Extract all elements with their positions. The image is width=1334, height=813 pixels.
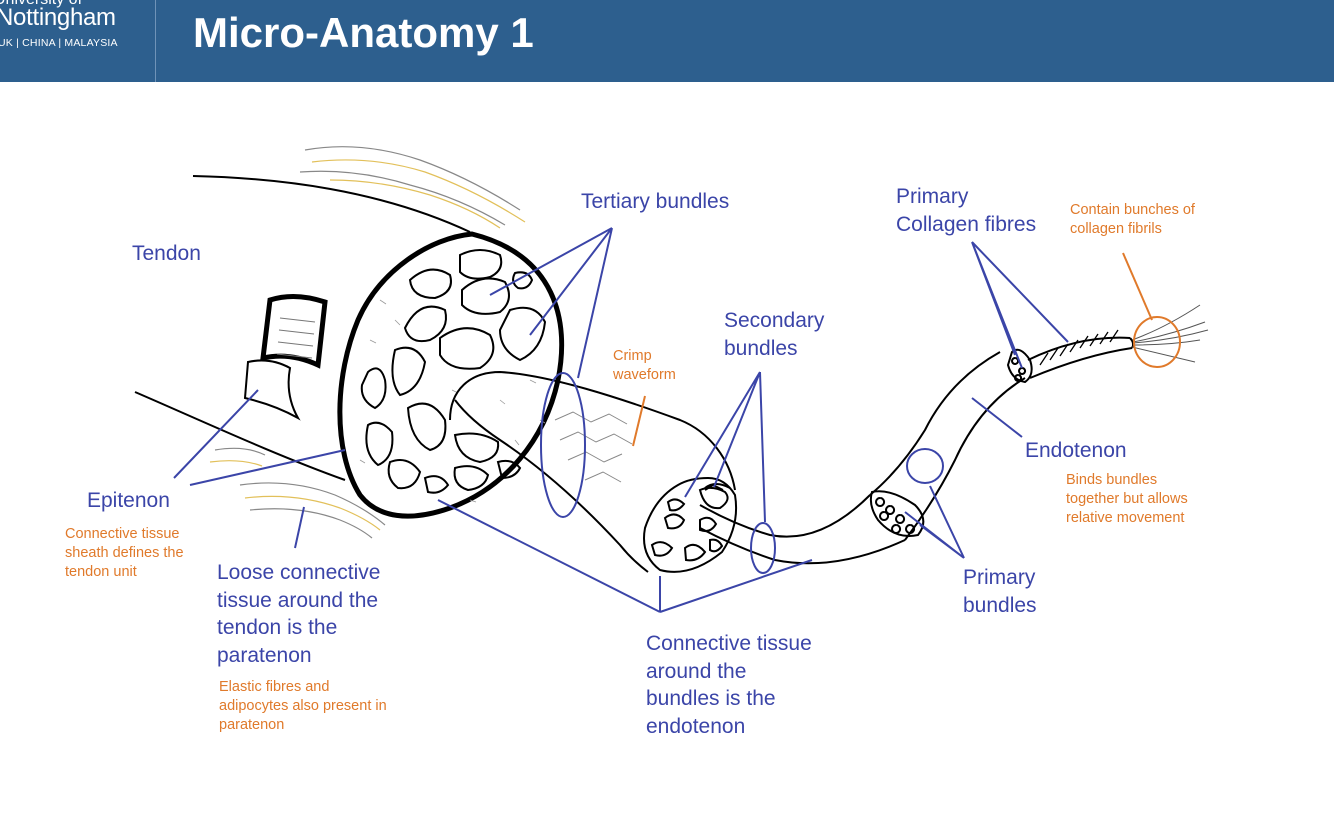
logo-text-line2: Nottingham bbox=[0, 4, 116, 31]
label-tendon: Tendon bbox=[132, 242, 201, 265]
university-logo: University of Nottingham UK | CHINA | MA… bbox=[0, 0, 156, 82]
orange-annotations bbox=[632, 252, 1181, 447]
note-contain-bunches: Contain bunches of collagen fibrils bbox=[1070, 202, 1195, 237]
label-connective-tissue-endotenon: Connective tissue around the bundles is … bbox=[646, 632, 812, 738]
label-primary-bundles: Primary bundles bbox=[963, 566, 1037, 617]
tendon-structure-diagram bbox=[134, 146, 1209, 613]
logo-text-line1: University of bbox=[0, 0, 82, 9]
note-paratenon: Elastic fibres and adipocytes also prese… bbox=[219, 679, 387, 733]
tendon-cross-section bbox=[337, 231, 565, 519]
logo-text-line3: UK | CHINA | MALAYSIA bbox=[0, 37, 118, 49]
label-loose-connective-tissue: Loose connective tissue around the tendo… bbox=[217, 561, 381, 667]
collagen-fibre bbox=[1006, 304, 1209, 384]
tendon-outline bbox=[134, 175, 471, 481]
label-secondary-bundles: Secondary bundles bbox=[724, 309, 825, 360]
tertiary-bundle-tube bbox=[449, 370, 738, 573]
label-endotenon: Endotenon bbox=[1025, 439, 1127, 462]
note-endotenon: Binds bundles together but allows relati… bbox=[1066, 472, 1188, 526]
header-bar: University of Nottingham UK | CHINA | MA… bbox=[0, 0, 1334, 82]
paratenon-hatching bbox=[209, 146, 526, 539]
note-crimp-waveform: Crimp waveform bbox=[613, 348, 676, 383]
note-epitenon: Connective tissue sheath defines the ten… bbox=[65, 526, 184, 580]
epitenon-flap bbox=[243, 294, 328, 421]
label-primary-collagen-fibres: Primary Collagen fibres bbox=[896, 185, 1037, 236]
label-tertiary-bundles: Tertiary bundles bbox=[581, 190, 730, 213]
primary-bundle-strand bbox=[869, 351, 1026, 541]
blue-leader-lines bbox=[173, 227, 1069, 613]
secondary-bundle-strand bbox=[698, 483, 906, 565]
label-epitenon: Epitenon bbox=[87, 489, 170, 512]
slide-title: Micro-Anatomy 1 bbox=[193, 9, 534, 56]
